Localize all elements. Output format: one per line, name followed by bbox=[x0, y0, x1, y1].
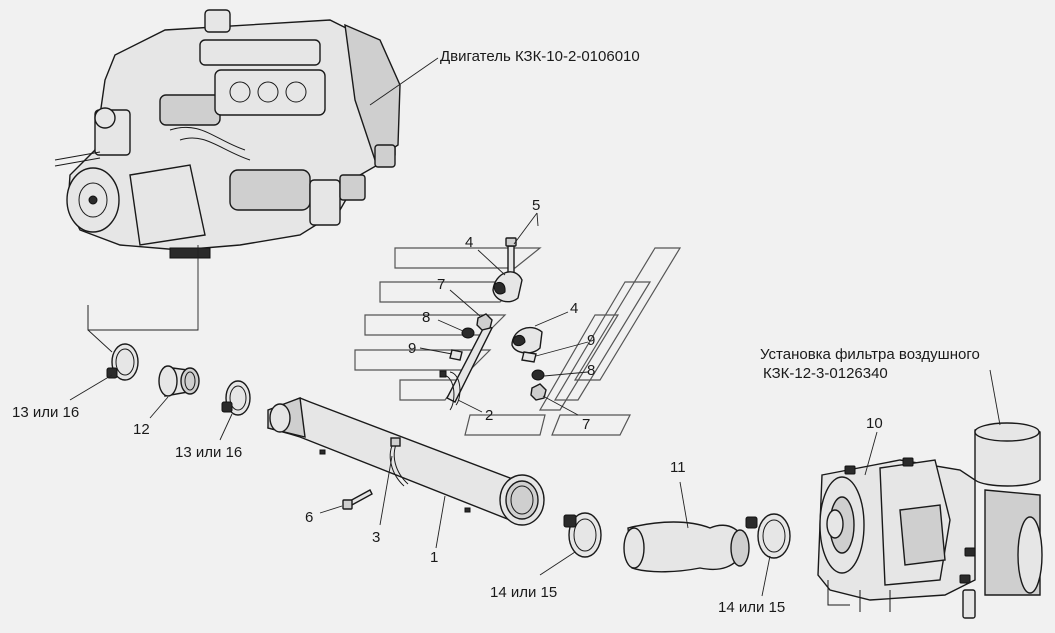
label-7-lower: 7 bbox=[582, 416, 590, 433]
label-4-lower: 4 bbox=[570, 300, 578, 317]
clamp-13-mid bbox=[221, 380, 251, 416]
nut-7-upper bbox=[476, 313, 493, 331]
clamp-4-lower bbox=[511, 327, 543, 354]
washer-9-upper bbox=[449, 349, 463, 361]
pipe-1 bbox=[267, 397, 545, 526]
bolt-6 bbox=[342, 489, 373, 510]
nut-7-lower bbox=[530, 383, 547, 401]
engine-callout: Двигатель КЗК-10-2-0106010 bbox=[440, 48, 640, 65]
washer-9-lower bbox=[521, 351, 537, 363]
label-4-upper: 4 bbox=[465, 234, 473, 251]
label-6: 6 bbox=[305, 509, 313, 526]
label-2: 2 bbox=[485, 407, 493, 424]
clamp-13-left bbox=[106, 343, 139, 381]
label-14-second: 14 или 15 bbox=[718, 599, 785, 616]
label-13-mid: 13 или 16 bbox=[175, 444, 242, 461]
label-9-upper: 9 bbox=[408, 340, 416, 357]
bracket-2 bbox=[439, 324, 493, 411]
label-14-first: 14 или 15 bbox=[490, 584, 557, 601]
clamp-14-first bbox=[563, 512, 602, 558]
label-3: 3 bbox=[372, 529, 380, 546]
clamp-14-second bbox=[745, 513, 791, 559]
label-11: 11 bbox=[670, 459, 686, 476]
air-filter-10 bbox=[817, 422, 1043, 619]
sleeve-12 bbox=[158, 365, 200, 397]
label-8-lower: 8 bbox=[587, 362, 595, 379]
engine-assembly bbox=[54, 9, 401, 259]
label-12: 12 bbox=[133, 421, 150, 438]
watermark-logo bbox=[354, 247, 682, 436]
filter-callout-line1: Установка фильтра воздушного bbox=[760, 346, 980, 363]
label-7-upper: 7 bbox=[437, 276, 445, 293]
hose-11 bbox=[623, 521, 750, 573]
strap-3 bbox=[389, 437, 409, 487]
filter-callout-line2: КЗК-12-3-0126340 bbox=[763, 365, 888, 382]
washer-8-upper bbox=[461, 327, 475, 339]
label-1: 1 bbox=[430, 549, 438, 566]
clamp-4-upper bbox=[492, 271, 523, 303]
label-13-left: 13 или 16 bbox=[12, 404, 79, 421]
washer-8-lower bbox=[531, 369, 545, 381]
label-5: 5 bbox=[532, 197, 540, 214]
label-9-lower: 9 bbox=[587, 332, 595, 349]
label-8-upper: 8 bbox=[422, 309, 430, 326]
label-10: 10 bbox=[866, 415, 883, 432]
